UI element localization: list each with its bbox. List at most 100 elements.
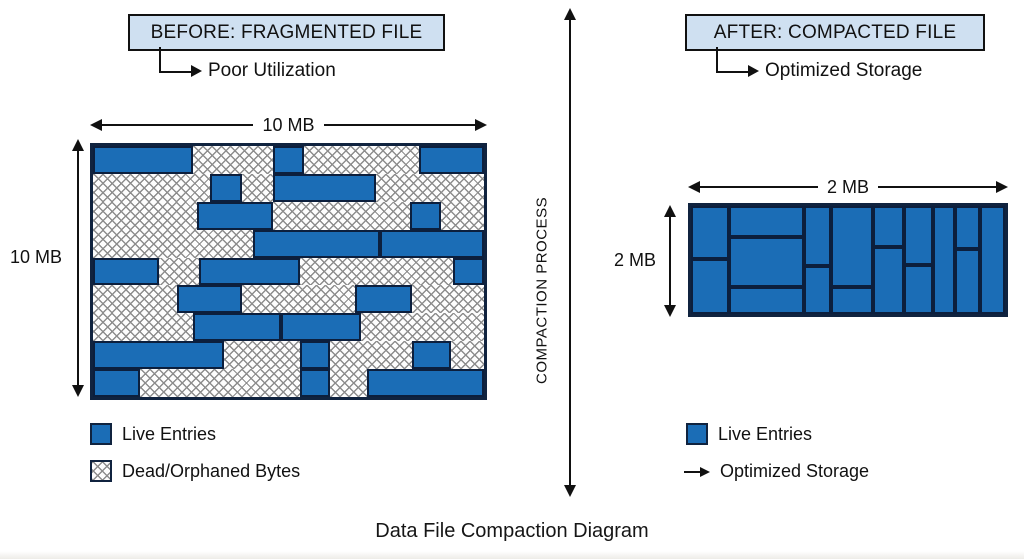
fragmented-grid xyxy=(90,143,487,400)
after-width-arrow: 2 MB xyxy=(688,176,1009,198)
live-block xyxy=(728,237,805,287)
compacted-column xyxy=(691,206,729,314)
measure-line xyxy=(77,151,79,385)
live-block xyxy=(192,313,281,342)
live-block xyxy=(272,146,305,174)
after-callout-label: Optimized Storage xyxy=(765,60,923,81)
compacted-column xyxy=(904,206,933,314)
measure-line xyxy=(102,124,254,126)
dead-block xyxy=(93,173,211,202)
dead-block xyxy=(139,369,301,398)
live-block xyxy=(691,258,729,314)
after-header-box: AFTER: COMPACTED FILE xyxy=(685,14,985,51)
live-block xyxy=(411,341,451,370)
live-block xyxy=(932,206,955,314)
dead-block xyxy=(93,201,197,230)
dead-bytes-swatch xyxy=(90,460,112,482)
process-line xyxy=(569,20,571,485)
dead-block xyxy=(241,173,273,202)
dead-block xyxy=(93,313,193,342)
live-block xyxy=(830,206,874,287)
live-block xyxy=(210,173,242,202)
live-block xyxy=(93,146,193,174)
before-height-arrow xyxy=(71,139,85,397)
dead-block xyxy=(192,146,273,174)
dead-block xyxy=(241,285,355,314)
after-legend-live: Live Entries xyxy=(686,423,812,445)
legend-label: Dead/Orphaned Bytes xyxy=(122,460,301,481)
compacted-column xyxy=(830,206,874,314)
arrow-line xyxy=(684,470,700,473)
live-block xyxy=(904,206,933,266)
before-legend-live: Live Entries xyxy=(90,423,216,445)
live-entries-swatch xyxy=(90,423,112,445)
compaction-process-label: COMPACTION PROCESS xyxy=(533,196,551,384)
compacted-column xyxy=(932,206,955,314)
dead-block xyxy=(300,257,453,286)
arrow-right-icon xyxy=(475,119,487,131)
live-block xyxy=(804,206,831,267)
live-entries-swatch xyxy=(686,423,708,445)
dead-block xyxy=(411,285,484,314)
live-block xyxy=(873,247,905,314)
optimized-storage-arrow-icon xyxy=(684,466,710,477)
dead-block xyxy=(440,201,484,230)
live-block xyxy=(728,286,805,314)
live-block xyxy=(93,369,140,398)
before-width-label: 10 MB xyxy=(262,114,315,135)
live-block xyxy=(691,206,729,259)
fragment-row xyxy=(93,201,484,230)
dead-block xyxy=(223,341,301,370)
live-block xyxy=(366,369,484,398)
dead-block xyxy=(450,341,484,370)
before-callout-label: Poor Utilization xyxy=(208,60,336,81)
live-block xyxy=(93,341,224,370)
fragment-row xyxy=(93,229,484,258)
live-block xyxy=(300,341,330,370)
legend-label: Live Entries xyxy=(718,423,813,444)
before-legend-dead: Dead/Orphaned Bytes xyxy=(90,460,300,482)
live-block xyxy=(409,201,441,230)
arrow-left-icon xyxy=(90,119,102,131)
before-elbow-connector xyxy=(159,47,194,73)
after-height-label: 2 MB xyxy=(613,250,656,270)
legend-label: Optimized Storage xyxy=(720,461,870,481)
arrow-right-icon xyxy=(996,181,1009,193)
live-block xyxy=(272,173,377,202)
compacted-column xyxy=(873,206,905,314)
live-block xyxy=(804,266,831,314)
fragment-row xyxy=(93,257,484,286)
live-block xyxy=(904,265,933,314)
live-block xyxy=(196,201,273,230)
arrow-down-icon xyxy=(72,385,84,397)
compacted-grid xyxy=(688,203,1008,317)
fragment-row xyxy=(93,146,484,174)
compaction-process-arrow xyxy=(562,8,578,497)
live-block xyxy=(280,313,361,342)
fragment-row xyxy=(93,173,484,202)
live-block xyxy=(728,206,805,238)
before-header-label: BEFORE: FRAGMENTED FILE xyxy=(150,21,423,43)
dead-block xyxy=(329,369,367,398)
bottom-edge-shadow xyxy=(0,551,1024,559)
dead-block xyxy=(272,201,410,230)
measure-line xyxy=(323,124,475,126)
measure-line xyxy=(669,217,671,305)
compacted-column xyxy=(804,206,831,314)
dead-block xyxy=(93,285,178,314)
fragment-row xyxy=(93,313,484,342)
measure-line xyxy=(700,186,818,188)
after-width-label: 2 MB xyxy=(827,176,870,197)
live-block xyxy=(93,257,160,286)
arrow-right-icon xyxy=(700,466,710,477)
live-block xyxy=(177,285,242,314)
live-block xyxy=(979,206,1005,314)
live-block xyxy=(954,206,980,250)
arrow-up-icon xyxy=(564,8,576,20)
diagram-title: Data File Compaction Diagram xyxy=(375,520,649,542)
dead-block xyxy=(360,313,484,342)
compacted-column xyxy=(979,206,1005,314)
after-height-arrow xyxy=(663,205,677,317)
after-elbow-connector xyxy=(716,47,751,73)
